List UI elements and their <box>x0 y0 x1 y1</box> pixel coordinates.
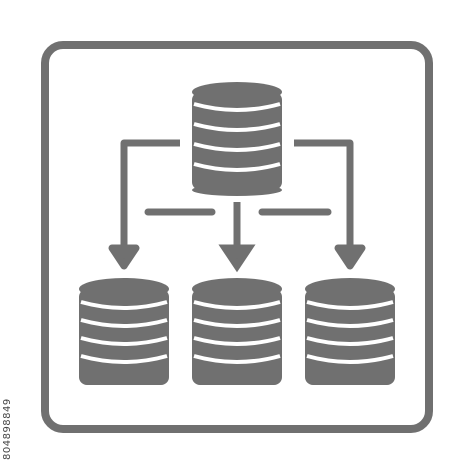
left-arrow-icon <box>108 139 180 270</box>
source-database-icon <box>192 82 282 196</box>
right-arrow-icon <box>294 139 366 270</box>
target-database-center-icon <box>192 278 282 385</box>
stock-id-text: 804898849 <box>2 398 13 460</box>
center-arrow-icon <box>218 202 256 273</box>
target-database-right-icon <box>305 278 395 385</box>
target-database-left-icon <box>79 278 169 385</box>
frame-border <box>41 41 433 433</box>
stock-id-label: 804898849 <box>2 360 16 460</box>
